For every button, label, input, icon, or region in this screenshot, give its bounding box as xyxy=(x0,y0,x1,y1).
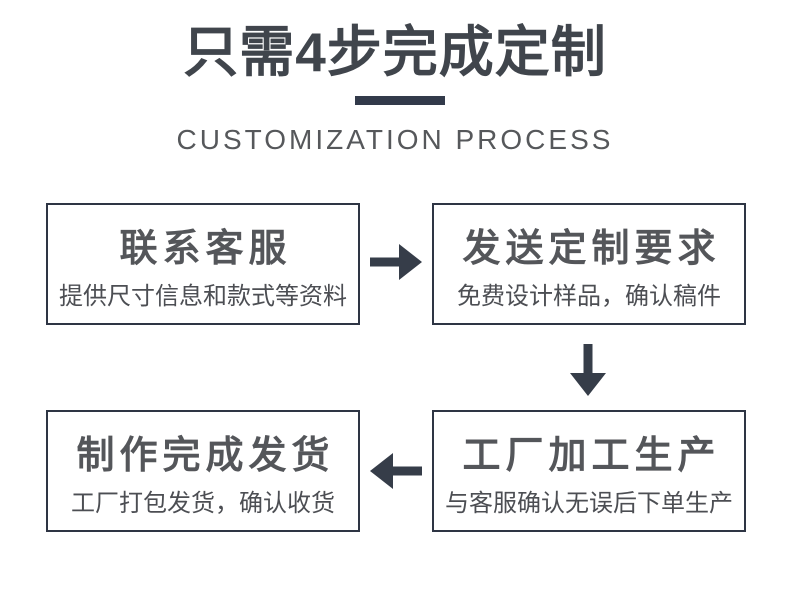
step-title: 发送定制要求 xyxy=(462,228,721,270)
title-divider xyxy=(355,96,445,105)
arrow-down-icon xyxy=(569,344,607,396)
step-desc: 提供尺寸信息和款式等资料 xyxy=(59,283,347,310)
step-desc: 工厂打包发货，确认收货 xyxy=(71,490,335,517)
step-box-finish-shipping: 制作完成发货 工厂打包发货，确认收货 xyxy=(46,410,360,532)
step-title: 工厂加工生产 xyxy=(462,435,721,477)
page-title: 只需4步完成定制 xyxy=(183,21,607,83)
arrow-right-icon xyxy=(370,243,422,281)
step-title: 联系客服 xyxy=(119,228,292,270)
step-desc: 与客服确认无误后下单生产 xyxy=(445,490,733,517)
step-desc: 免费设计样品，确认稿件 xyxy=(457,283,721,310)
step-box-contact-service: 联系客服 提供尺寸信息和款式等资料 xyxy=(46,203,360,325)
step-box-factory-production: 工厂加工生产 与客服确认无误后下单生产 xyxy=(432,410,746,532)
page-subtitle: CUSTOMIZATION PROCESS xyxy=(176,124,614,155)
step-title: 制作完成发货 xyxy=(76,435,335,477)
step-box-send-requirements: 发送定制要求 免费设计样品，确认稿件 xyxy=(432,203,746,325)
arrow-left-icon xyxy=(370,452,422,490)
